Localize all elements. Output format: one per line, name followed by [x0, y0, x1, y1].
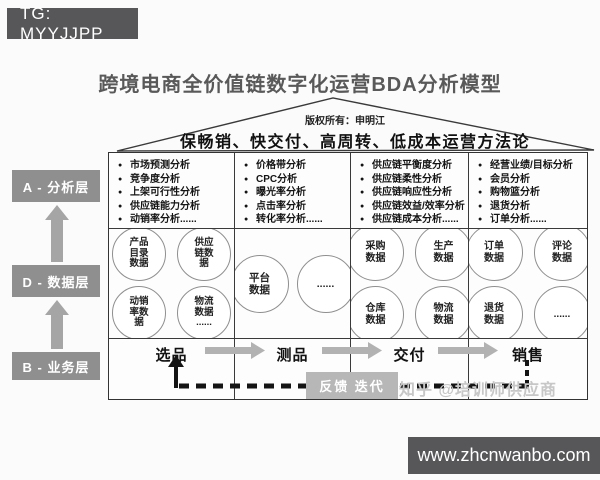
- data-circle: 物流 数据: [415, 286, 468, 338]
- data-circle: 产品 目录 数据: [112, 229, 166, 281]
- copyright-text: 版权所有：申明江: [305, 116, 385, 127]
- analysis-item: 供应链成本分析......: [359, 213, 466, 227]
- data-circle: 订单 数据: [469, 229, 523, 281]
- analysis-item: 购物篮分析: [477, 186, 585, 200]
- analysis-cell-4: 经营业绩/目标分析 会员分析 购物篮分析 退货分析 订单分析......: [469, 153, 587, 229]
- data-circle: ......: [533, 286, 587, 338]
- analysis-item: 订单分析......: [477, 213, 585, 227]
- analysis-item: CPC分析: [243, 173, 348, 187]
- data-circle: 动销 率数 据: [112, 286, 166, 338]
- footer-url-bar: www.zhcnwanbo.com: [408, 437, 600, 474]
- analysis-cell-1: 市场预测分析 竞争度分析 上架可行性分析 供应链能力分析 动销率分析......: [109, 153, 235, 229]
- data-cell-4: 订单 数据 评论 数据 退货 数据 ......: [469, 229, 587, 339]
- layer-label-analysis: A - 分析层: [12, 170, 100, 202]
- data-circle: 评论 数据: [533, 229, 587, 281]
- data-circle: ......: [296, 254, 350, 313]
- data-circle: 退货 数据: [469, 286, 523, 338]
- analysis-item: 竞争度分析: [117, 173, 232, 187]
- data-cell-2: 平台 数据 ......: [235, 229, 351, 339]
- analysis-cell-2: 价格带分析 CPC分析 曝光率分析 点击率分析 转化率分析......: [235, 153, 351, 229]
- analysis-item: 曝光率分析: [243, 186, 348, 200]
- tg-badge: TG: MYYJJPP: [7, 4, 138, 43]
- business-cell-4: 销售: [469, 339, 587, 399]
- business-step-label: 选品: [155, 347, 188, 364]
- data-circle: 平台 数据: [235, 254, 289, 313]
- analysis-item: 价格带分析: [243, 159, 348, 173]
- analysis-item: 供应链平衡度分析: [359, 159, 466, 173]
- analysis-cell-3: 供应链平衡度分析 供应链柔性分析 供应链响应性分析 供应链效益/效率分析 供应链…: [351, 153, 469, 229]
- model-table: 市场预测分析 竞争度分析 上架可行性分析 供应链能力分析 动销率分析......…: [108, 152, 588, 400]
- data-cell-1: 产品 目录 数据 供应 链数 据 动销 率数 据 物流 数据 ......: [109, 229, 235, 339]
- analysis-item: 动销率分析......: [117, 213, 232, 227]
- layer-label-business: B - 业务层: [12, 352, 100, 380]
- business-cell-2: 测品: [235, 339, 351, 399]
- layer-label-data: D - 数据层: [12, 265, 100, 297]
- business-step-label: 测品: [276, 347, 309, 364]
- analysis-item: 退货分析: [477, 200, 585, 214]
- analysis-item: 供应链响应性分析: [359, 186, 466, 200]
- analysis-item: 点击率分析: [243, 200, 348, 214]
- data-circle: 采购 数据: [351, 229, 404, 281]
- analysis-item: 转化率分析......: [243, 213, 348, 227]
- roof-banner: 保畅销、快交付、高周转、低成本运营方法论: [179, 134, 530, 151]
- data-circle: 生产 数据: [415, 229, 468, 281]
- analysis-item: 供应链能力分析: [117, 200, 232, 214]
- feedback-label: 反馈 迭代: [306, 372, 398, 399]
- analysis-item: 会员分析: [477, 173, 585, 187]
- analysis-item: 市场预测分析: [117, 159, 232, 173]
- business-cell-1: 选品: [109, 339, 235, 399]
- analysis-item: 上架可行性分析: [117, 186, 232, 200]
- watermark: 知乎 @培训师供应商: [399, 382, 558, 399]
- data-circle: 仓库 数据: [351, 286, 404, 338]
- data-circle: 供应 链数 据: [177, 229, 231, 281]
- layer-up-arrow-b-to-d: [45, 300, 69, 349]
- page-title: 跨境电商全价值链数字化运营BDA分析模型: [98, 74, 502, 96]
- data-cell-3: 采购 数据 生产 数据 仓库 数据 物流 数据: [351, 229, 469, 339]
- business-step-label: 交付: [393, 347, 426, 364]
- business-step-label: 销售: [511, 347, 544, 364]
- analysis-item: 供应链柔性分析: [359, 173, 466, 187]
- analysis-item: 经营业绩/目标分析: [477, 159, 585, 173]
- business-cell-3: 交付: [351, 339, 469, 399]
- analysis-item: 供应链效益/效率分析: [359, 200, 466, 214]
- layer-up-arrow-d-to-a: [45, 205, 69, 262]
- data-circle: 物流 数据 ......: [177, 286, 231, 338]
